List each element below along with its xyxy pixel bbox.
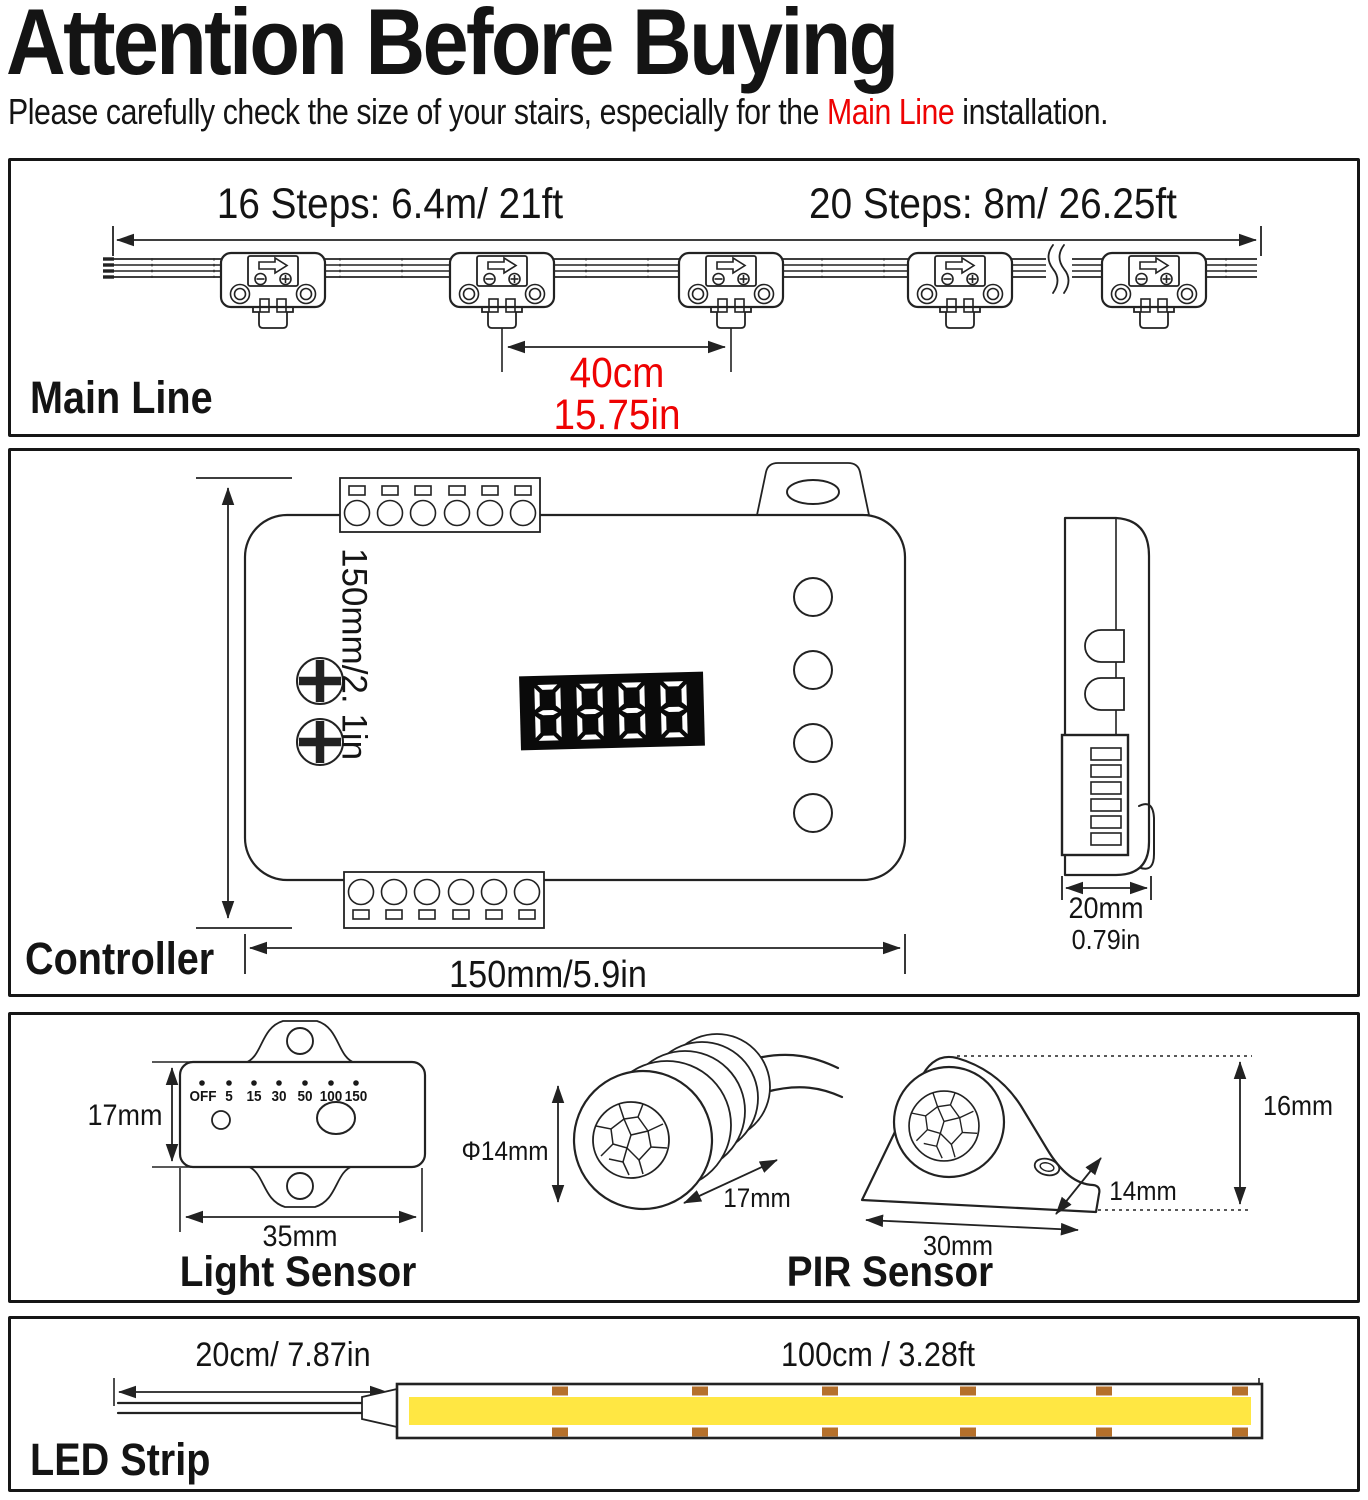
strip-wire — [116, 1401, 364, 1415]
pir-bracket-diagram — [860, 1055, 1252, 1236]
dim-40cm: 40cm — [569, 349, 665, 397]
control-button — [793, 793, 833, 833]
light-scale-label-50: 50 — [297, 1088, 313, 1105]
cable-frayed-end — [103, 257, 114, 279]
led-bump — [1084, 677, 1125, 711]
controller-height-dimension — [196, 477, 292, 929]
dim-16-steps: 16 Steps: 6.4m/ 21ft — [216, 180, 564, 228]
pir-depth-dimension — [683, 1159, 778, 1204]
cable-break-icon — [1046, 244, 1072, 294]
side-connector-block — [1060, 733, 1130, 857]
strip-connector-icon — [219, 251, 327, 330]
controller-label: Controller — [25, 933, 215, 984]
main-line-label: Main Line — [30, 372, 213, 423]
controller-depth-dim-mm: 20mm — [1068, 892, 1144, 925]
led-wire-dim: 20cm/ 7.87in — [195, 1336, 371, 1374]
subtitle-text-2: installation. — [954, 91, 1109, 132]
strip-connector-icon — [448, 251, 556, 330]
controller-width-dim: 150mm/5.9in — [449, 954, 647, 996]
controller-diagram — [196, 462, 1155, 974]
light-scale-label-5: 5 — [225, 1088, 233, 1105]
page-title: Attention Before Buying — [6, 0, 899, 94]
wire-length-dimension — [113, 1378, 388, 1406]
pir-base-dim: 30mm — [922, 1230, 994, 1261]
light-scale-label-30: 30 — [271, 1088, 287, 1105]
light-scale-label-100: 100 — [319, 1088, 343, 1105]
light-sensor-width-dimension — [179, 1168, 423, 1232]
led-bump — [1084, 629, 1125, 663]
controller-depth-dimension — [1061, 876, 1152, 900]
strip-connector-icon — [906, 251, 1014, 330]
led-strip-diagram — [113, 1378, 1264, 1440]
phillips-screw-icon — [296, 718, 344, 766]
control-button — [793, 650, 833, 690]
pir-depth-dim: 17mm — [723, 1183, 791, 1213]
sensor-wire — [751, 1053, 844, 1099]
dim-15-75in: 15.75in — [553, 391, 681, 439]
light-sensor-diagram — [152, 1020, 427, 1232]
terminal-block-top — [339, 477, 541, 533]
pir-sensor-label: PIR Sensor — [786, 1248, 994, 1296]
pir-bracket-width-dim: 14mm — [1109, 1176, 1177, 1206]
strip-connector-icon — [677, 251, 785, 330]
pir-diameter-dim: Φ14mm — [461, 1136, 549, 1166]
pir-bracket-width-dimension — [1055, 1157, 1102, 1215]
light-sensor-height-dimension — [152, 1061, 230, 1168]
dim-20-steps: 20 Steps: 8m/ 26.25ft — [809, 180, 1177, 228]
pir-bracket-height-dim: 16mm — [1262, 1090, 1334, 1121]
light-sensor-width-dim: 35mm — [262, 1220, 338, 1253]
spacing-dimension — [501, 328, 732, 372]
control-button — [793, 723, 833, 763]
light-sensor-height-dim: 17mm — [87, 1099, 163, 1132]
tab-hole — [786, 479, 840, 505]
phillips-screw-icon — [296, 657, 344, 705]
pir-front-diagram — [551, 1033, 844, 1211]
strip-connector-icon — [1100, 251, 1208, 330]
solder-pads — [552, 1386, 1248, 1437]
main-line-diagram — [103, 226, 1262, 372]
led-strip-label: LED Strip — [30, 1434, 211, 1485]
controller-side-diagram — [1060, 516, 1155, 900]
page-subtitle: Please carefully check the size of your … — [8, 91, 1109, 132]
sensors-diagram — [152, 1020, 1252, 1236]
light-sensor-eye — [316, 1101, 356, 1135]
seven-segment-display — [519, 671, 705, 751]
controller-width-dimension — [244, 934, 906, 974]
light-sensor-label: Light Sensor — [179, 1248, 417, 1296]
cob-phosphor-band — [409, 1397, 1251, 1425]
main-line-highlight: Main Line — [826, 91, 955, 132]
controller-depth-dim-in: 0.79in — [1071, 924, 1141, 955]
strip-end-connector — [361, 1387, 398, 1429]
controller-height-dim: 150mm/2. 1in — [334, 548, 374, 761]
subtitle-text: Please carefully check the size of your … — [8, 91, 827, 132]
side-clip — [1138, 803, 1155, 870]
sensor-led — [211, 1110, 231, 1130]
light-scale-label-15: 15 — [246, 1088, 262, 1105]
cob-strip — [395, 1382, 1264, 1440]
terminal-block-bottom — [343, 871, 545, 929]
light-scale-label-off: OFF — [189, 1088, 217, 1105]
pir-bracket-height-dimension — [957, 1055, 1252, 1211]
light-scale-label-150: 150 — [344, 1088, 368, 1105]
pir-base-dimension — [865, 1214, 1079, 1236]
led-strip-dim: 100cm / 3.28ft — [781, 1336, 975, 1374]
indicator-dots — [199, 1080, 359, 1086]
mounting-tab — [755, 462, 871, 516]
control-button — [793, 577, 833, 617]
